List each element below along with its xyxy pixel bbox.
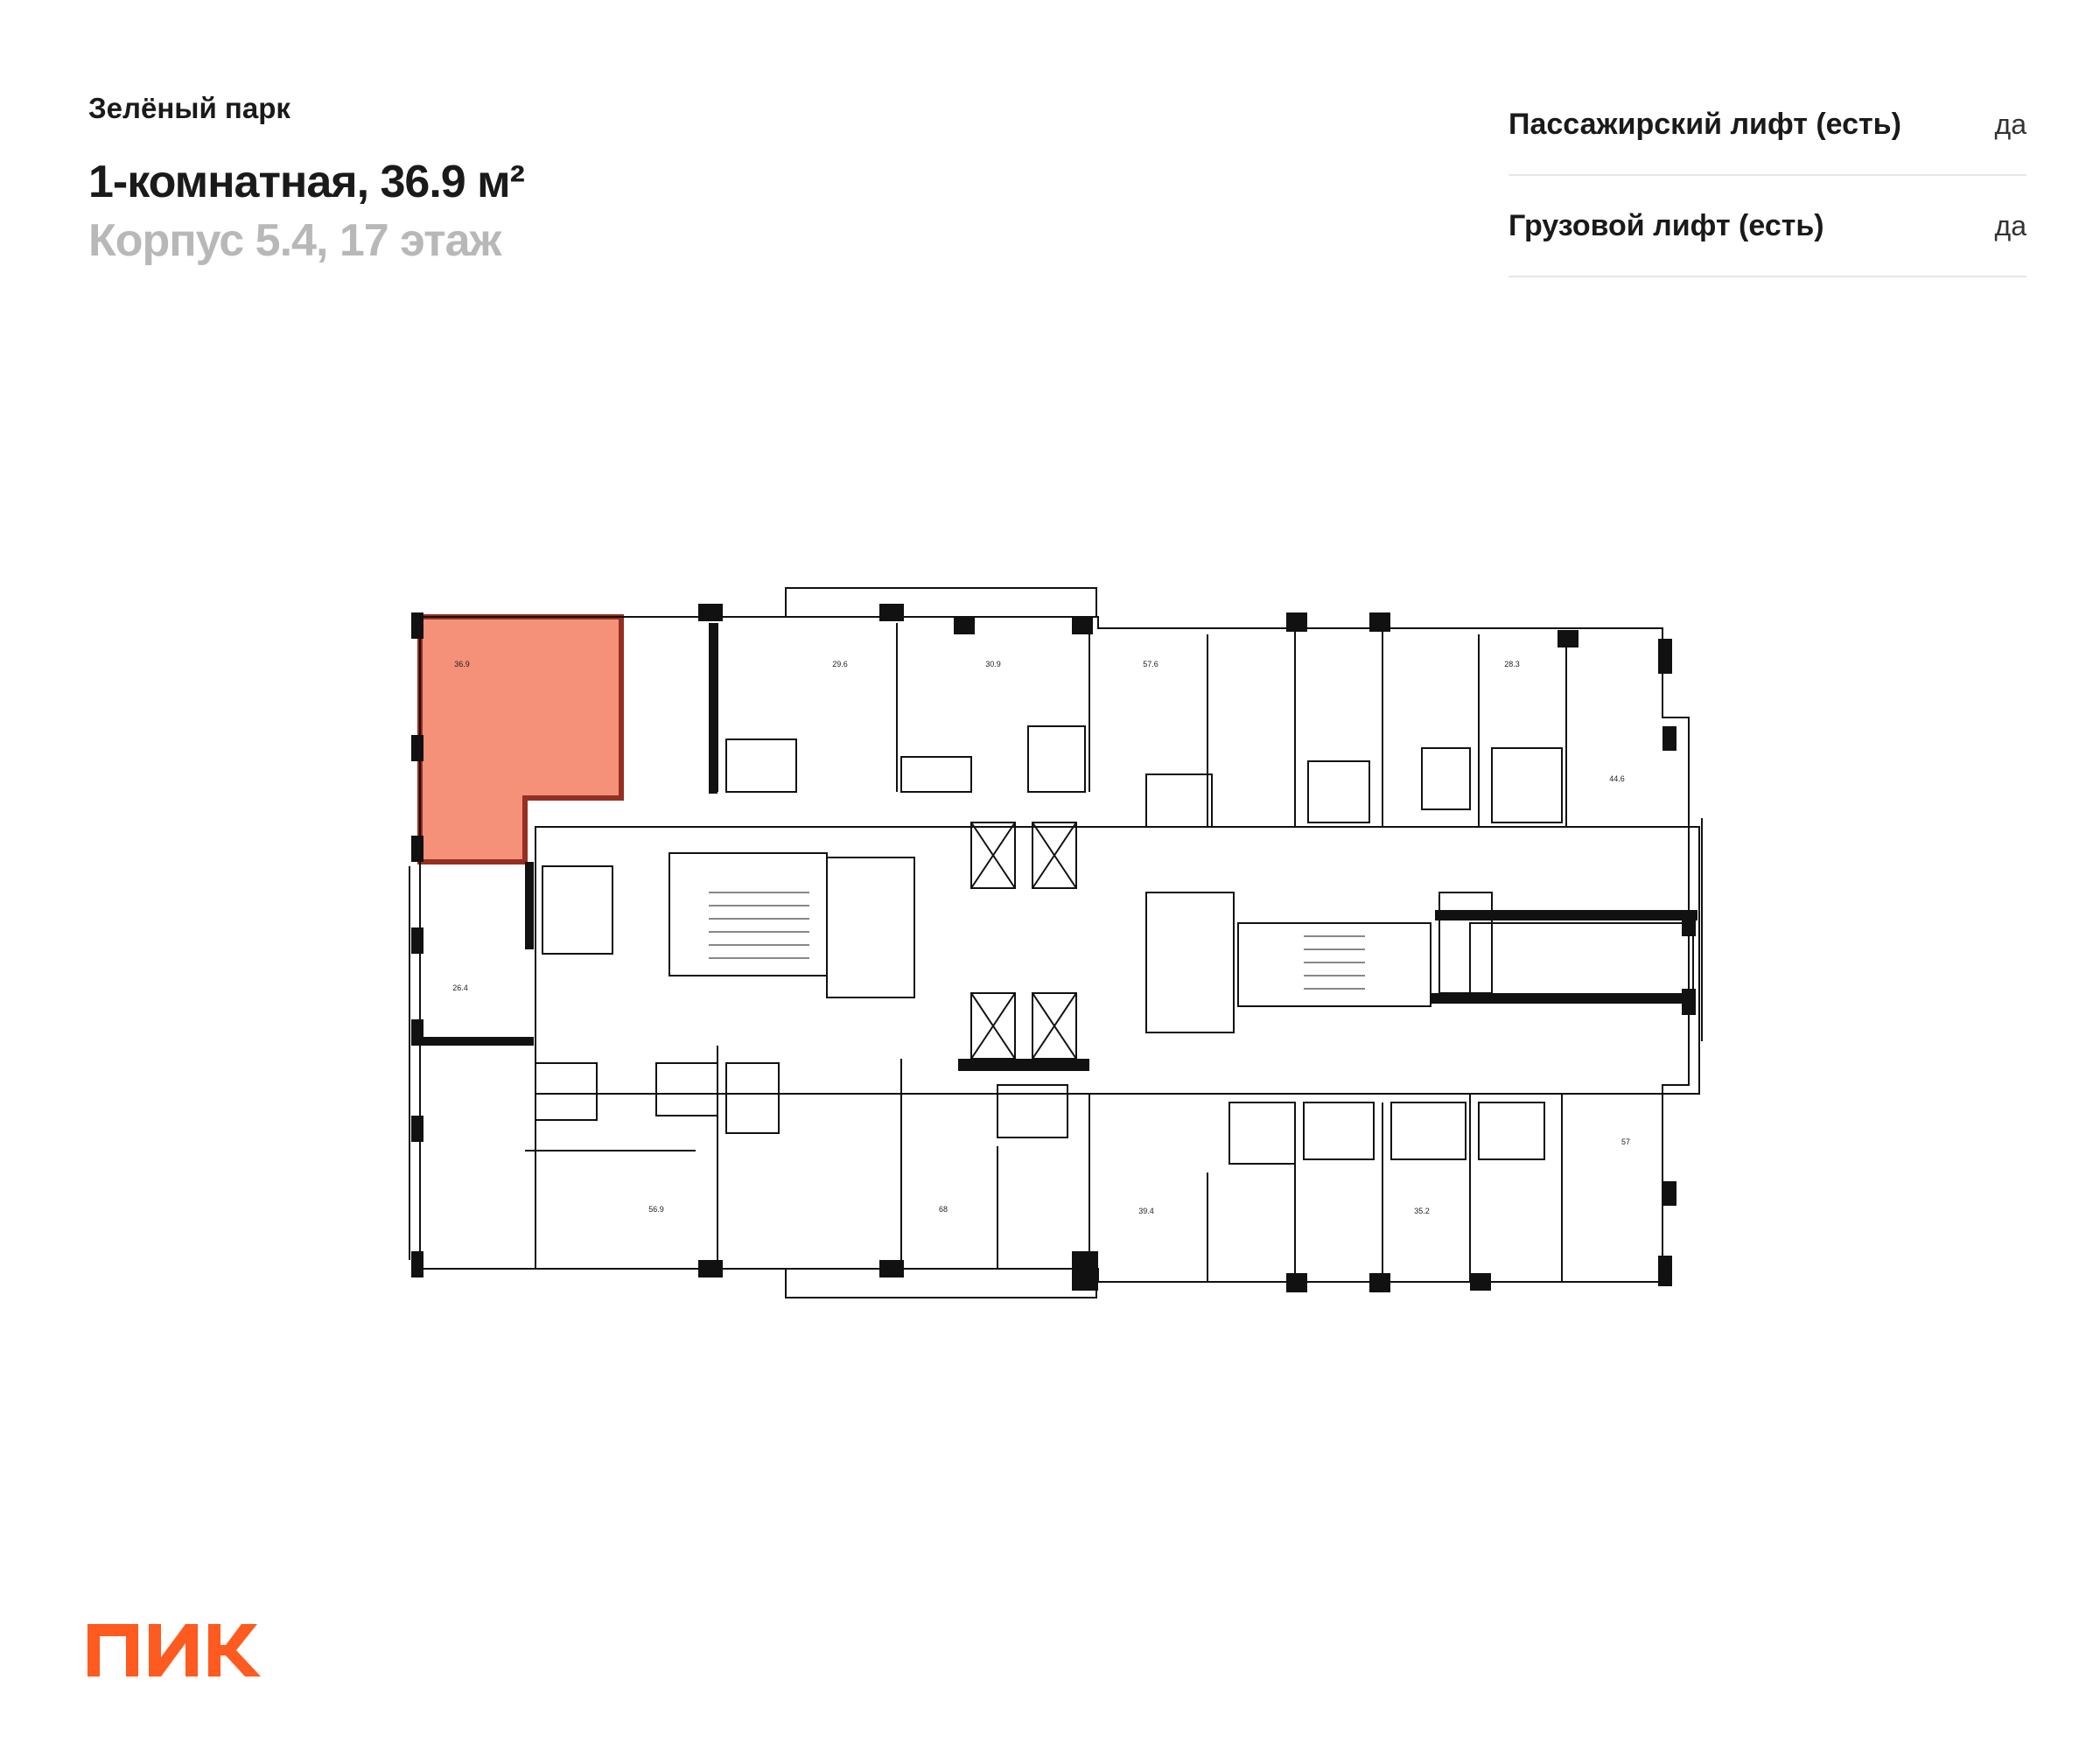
features-list: Пассажирский лифт (есть) да Грузовой лиф… (1508, 74, 2026, 277)
project-name: Зелёный парк (88, 92, 290, 124)
apartment-area-label: 68 (939, 1205, 948, 1214)
feature-freight-lift: Грузовой лифт (есть) да (1508, 176, 2026, 277)
apartment-title: 1-комнатная, 36.9 м² (88, 157, 525, 207)
apartment-area-label: 28.3 (1504, 660, 1520, 668)
apartment-area-label: 30.9 (985, 660, 1001, 668)
building-floor: Корпус 5.4, 17 этаж (88, 215, 501, 266)
apartment-area-label: 56.9 (648, 1205, 664, 1214)
apartment-area-label: 57 (1621, 1138, 1630, 1146)
apartment-area-label: 26.4 (452, 984, 468, 992)
apartment-area-label: 44.6 (1609, 774, 1625, 783)
feature-label: Пассажирский лифт (есть) (1508, 107, 1901, 141)
feature-label: Грузовой лифт (есть) (1508, 208, 1824, 242)
feature-value: да (1994, 209, 2026, 242)
feature-passenger-lift: Пассажирский лифт (есть) да (1508, 74, 2026, 176)
apartment-area-label: 35.2 (1414, 1207, 1430, 1215)
apartment-area-label: 57.6 (1143, 660, 1158, 668)
selected-apartment-highlight[interactable] (417, 614, 624, 864)
pik-logo (88, 1624, 261, 1676)
apartment-area-label: 39.4 (1138, 1207, 1154, 1215)
feature-value: да (1994, 108, 2026, 140)
apartment-area-label: 36.9 (454, 660, 470, 668)
apartment-area-label: 29.6 (832, 660, 848, 668)
